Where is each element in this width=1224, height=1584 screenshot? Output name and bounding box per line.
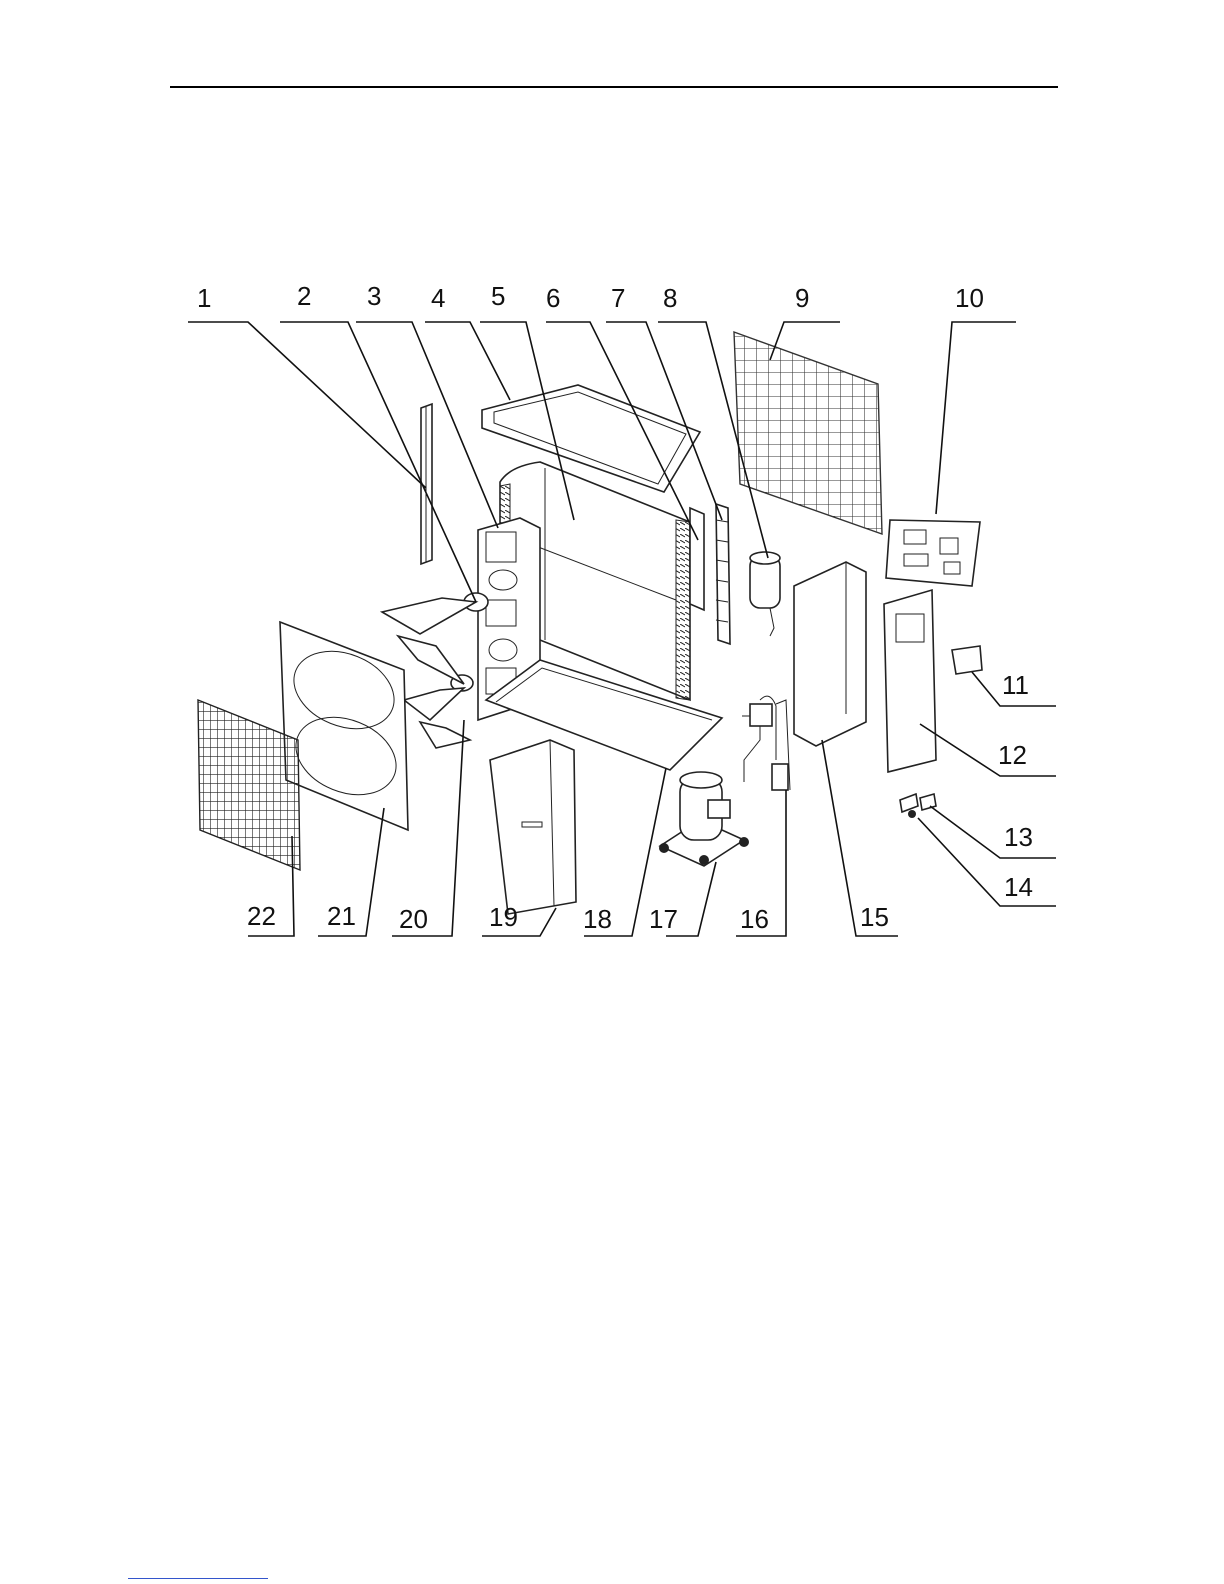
leader-10 (936, 322, 1016, 514)
leader-4 (425, 322, 510, 400)
callout-12: 12 (998, 740, 1027, 770)
leader-14 (918, 818, 1056, 906)
callout-11: 11 (1002, 670, 1029, 700)
callout-18: 18 (583, 904, 612, 934)
part-17-compressor (659, 772, 749, 866)
callout-20: 20 (399, 904, 428, 934)
callout-17: 17 (649, 904, 678, 934)
callout-4: 4 (431, 283, 445, 313)
callout-16: 16 (740, 904, 769, 934)
part-7-coil-support (716, 504, 730, 644)
callout-6: 6 (546, 283, 560, 313)
leader-2 (280, 322, 476, 602)
part-9-rear-grille (734, 332, 882, 534)
leader-1 (188, 322, 426, 488)
callout-14: 14 (1004, 872, 1033, 902)
part-12-right-panel (884, 590, 936, 772)
callout-10: 10 (955, 283, 984, 313)
part-11-handle (952, 646, 982, 674)
callout-8: 8 (663, 283, 677, 313)
leader-12 (920, 724, 1056, 776)
callout-19: 19 (489, 902, 518, 932)
callout-5: 5 (491, 281, 505, 311)
callout-2: 2 (297, 281, 311, 311)
callout-3: 3 (367, 281, 381, 311)
part-16-valve-assembly (742, 696, 790, 790)
part-15-partition (794, 562, 866, 746)
part-14-valve-cap (908, 810, 916, 818)
parts-drawing (198, 332, 982, 914)
footer-link-underline (128, 1578, 268, 1579)
callout-13: 13 (1004, 822, 1033, 852)
part-8-reservoir (750, 552, 780, 636)
callout-7: 7 (611, 283, 625, 313)
part-10-electric-box (886, 520, 980, 586)
callout-21: 21 (327, 901, 356, 931)
callout-15: 15 (860, 902, 889, 932)
callout-9: 9 (795, 283, 809, 313)
part-19-front-panel (490, 740, 576, 914)
part-6-coil-bracket (690, 508, 704, 610)
callout-1: 1 (197, 283, 211, 313)
part-13-valve (900, 794, 936, 812)
callout-22: 22 (247, 901, 276, 931)
